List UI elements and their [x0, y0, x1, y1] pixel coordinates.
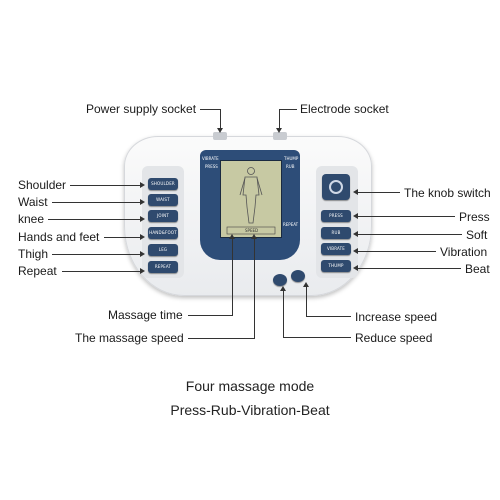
arrow-repeat	[140, 268, 145, 274]
label-beat: Beat	[465, 262, 490, 276]
label-electrode-socket: Electrode socket	[300, 102, 389, 116]
increase-speed-button[interactable]	[291, 270, 305, 282]
power-socket	[213, 132, 227, 140]
leader-reduce-v	[283, 290, 284, 338]
arrow-thigh	[140, 251, 145, 257]
leader-repeat	[62, 271, 140, 272]
label-repeat: Repeat	[18, 264, 57, 278]
leader-electrode	[279, 109, 297, 110]
arrow-reduce	[280, 286, 286, 291]
leader-power	[200, 109, 220, 110]
leader-waist	[52, 202, 140, 203]
arrow-press	[353, 213, 358, 219]
leader-speed-v	[254, 238, 255, 339]
arrow-electrode	[276, 128, 282, 133]
leader-time	[188, 315, 232, 316]
label-press: Press	[459, 210, 490, 224]
leader-shoulder	[70, 185, 140, 186]
screen-label-vibrate: VIBRATE	[202, 156, 219, 161]
knob-switch[interactable]	[322, 174, 350, 200]
shoulder-button[interactable]: SHOULDER	[148, 178, 178, 190]
leader-increase-v	[306, 286, 307, 317]
screen-label-press: PRESS	[205, 164, 218, 169]
leader-knob	[358, 192, 400, 193]
arrow-soft	[353, 231, 358, 237]
leader-thigh	[52, 254, 140, 255]
leader-electrode-v	[279, 109, 280, 131]
label-power-supply-socket: Power supply socket	[86, 102, 197, 116]
screen-label-repeat: REPEAT	[283, 222, 299, 227]
leader-hands	[104, 237, 140, 238]
screen-label-rub: RUB	[286, 164, 295, 169]
caption-line-1: Four massage mode	[185, 378, 315, 394]
screen-label-thump: THUMP	[284, 156, 299, 161]
label-waist: Waist	[18, 195, 48, 209]
leader-reduce	[283, 337, 351, 338]
hand-foot-button[interactable]: HAND&FOOT	[148, 227, 178, 239]
arrow-increase	[303, 282, 309, 287]
power-icon	[329, 180, 343, 194]
arrow-beat	[353, 265, 358, 271]
arrow-time	[229, 234, 235, 239]
leader-beat	[358, 268, 461, 269]
label-increase-speed: Increase speed	[355, 310, 438, 324]
screen-label-speed: SPEED	[245, 228, 259, 233]
label-vibration: Vibration	[440, 245, 488, 259]
label-soft: Soft	[466, 228, 488, 242]
label-shoulder: Shoulder	[18, 178, 67, 192]
label-hands-and-feet: Hands and feet	[18, 230, 100, 244]
label-reduce-speed: Reduce speed	[355, 331, 433, 345]
leader-time-v	[232, 238, 233, 316]
label-massage-speed: The massage speed	[75, 331, 184, 345]
waist-button[interactable]: WAIST	[148, 194, 178, 206]
arrow-waist	[140, 199, 145, 205]
repeat-button[interactable]: REPEAT	[148, 261, 178, 273]
electrode-socket	[273, 132, 287, 140]
leader-soft	[358, 234, 462, 235]
thump-button[interactable]: THUMP	[321, 260, 351, 272]
leg-button[interactable]: LEG	[148, 244, 178, 256]
joint-button[interactable]: JOINT	[148, 210, 178, 222]
arrow-speed	[251, 234, 257, 239]
arrow-shoulder	[140, 182, 145, 188]
leader-power-v	[220, 109, 221, 131]
label-knob-switch: The knob switch	[404, 186, 491, 200]
label-knee: knee	[18, 212, 45, 226]
caption-line-2: Press-Rub-Vibration-Beat	[170, 402, 330, 418]
label-massage-time: Massage time	[108, 308, 183, 322]
leader-knee	[48, 219, 140, 220]
vibrate-button[interactable]: VIBRATE	[321, 243, 351, 255]
reduce-speed-button[interactable]	[273, 274, 287, 286]
rub-button[interactable]: RUB	[321, 227, 351, 239]
arrow-knob	[353, 189, 358, 195]
leader-speed	[188, 338, 254, 339]
label-thigh: Thigh	[18, 247, 49, 261]
arrow-vibration	[353, 248, 358, 254]
press-button[interactable]: PRESS	[321, 210, 351, 222]
arrow-knee	[140, 216, 145, 222]
lcd-screen: SPEED	[220, 160, 282, 238]
leader-increase	[306, 316, 351, 317]
leader-vibration	[358, 251, 436, 252]
body-figure-icon	[226, 167, 276, 235]
arrow-hands	[140, 234, 145, 240]
leader-press	[358, 216, 455, 217]
arrow-power	[217, 128, 223, 133]
